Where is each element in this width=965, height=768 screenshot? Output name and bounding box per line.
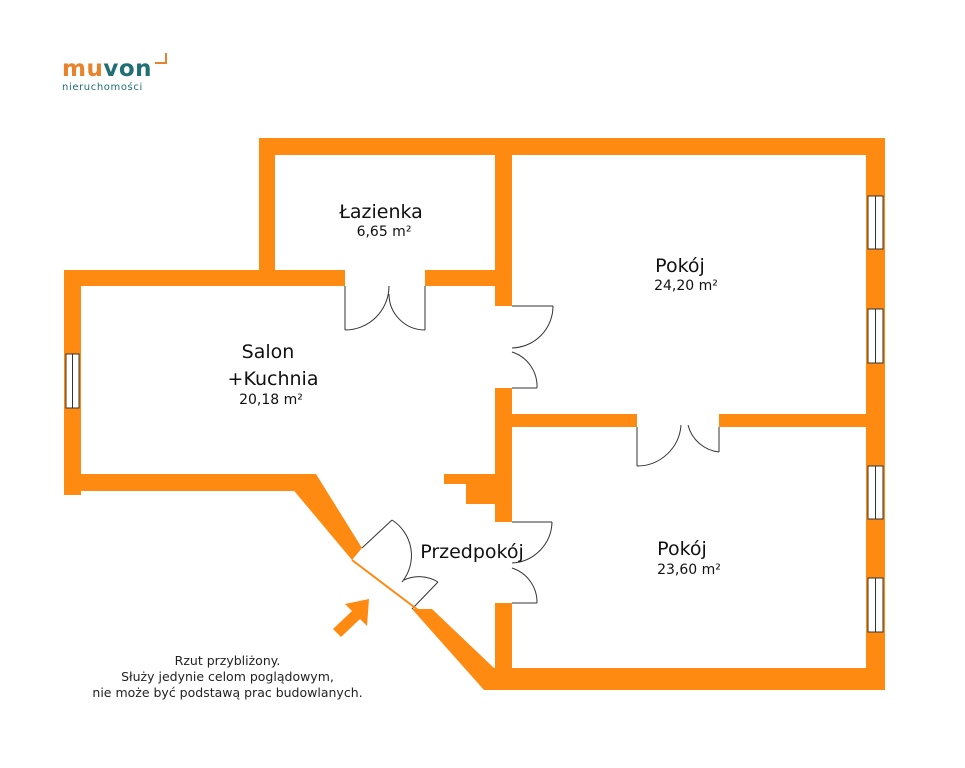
room-labels: Łazienka 6,65 m² Pokój 24,20 m² Salon +K… bbox=[228, 201, 721, 578]
brand-logo: muvon nieruchomości bbox=[62, 53, 168, 93]
wall-rooms-left bbox=[495, 414, 637, 427]
door-swing-icon bbox=[344, 285, 426, 331]
logo-tick-icon bbox=[155, 53, 168, 64]
room-area-lazienka: 6,65 m² bbox=[357, 224, 412, 240]
door-swing-icon bbox=[636, 424, 720, 467]
logo-text-mu: mu bbox=[62, 56, 104, 82]
room-name-pokoj-2: Pokój bbox=[657, 538, 707, 560]
room-name-salon-line1: Salon bbox=[242, 341, 295, 363]
logo-wordmark: muvon bbox=[62, 53, 168, 82]
door-swing-icon bbox=[351, 519, 439, 614]
room-name-salon-line2: +Kuchnia bbox=[228, 368, 319, 390]
wall-step-1 bbox=[444, 474, 512, 484]
wall-diagonal-lower bbox=[412, 609, 500, 690]
disclaimer-note: Rzut przybliżony. Służy jedynie celom po… bbox=[60, 653, 395, 701]
wall-step-2 bbox=[466, 484, 512, 504]
wall-top bbox=[259, 138, 885, 155]
disclaimer-line-3: nie może być podstawą prac budowlanych. bbox=[92, 685, 363, 700]
window-icon bbox=[867, 195, 884, 250]
wall-bottom bbox=[484, 668, 885, 690]
window-icon bbox=[867, 308, 884, 364]
disclaimer-line-2: Służy jedynie celom poglądowym, bbox=[121, 669, 334, 684]
wall-central-3 bbox=[495, 603, 512, 683]
windows bbox=[65, 195, 884, 633]
room-name-przedpokoj: Przedpokój bbox=[420, 541, 524, 563]
wall-salon-top-left bbox=[64, 270, 345, 286]
window-icon bbox=[65, 353, 80, 409]
walls bbox=[64, 138, 885, 690]
doors bbox=[344, 285, 720, 614]
wall-rooms-right bbox=[719, 414, 885, 427]
logo-text-von: von bbox=[103, 56, 153, 82]
wall-diagonal-upper bbox=[280, 474, 362, 560]
wall-central-1 bbox=[495, 138, 512, 306]
window-icon bbox=[867, 577, 884, 633]
door-swing-icon bbox=[511, 305, 554, 389]
wall-salon-top-right bbox=[425, 270, 512, 286]
wall-salon-bottom bbox=[64, 474, 316, 491]
window-icon bbox=[867, 465, 884, 520]
entrance-arrow-icon bbox=[333, 599, 369, 637]
room-area-pokoj-2: 23,60 m² bbox=[657, 562, 721, 578]
room-name-lazienka: Łazienka bbox=[338, 201, 423, 223]
room-area-pokoj-1: 24,20 m² bbox=[654, 278, 718, 294]
door-swing-icon bbox=[511, 521, 553, 604]
logo-subtitle: nieruchomości bbox=[62, 82, 143, 93]
disclaimer-line-1: Rzut przybliżony. bbox=[174, 653, 281, 668]
wall-bathroom-left bbox=[259, 138, 275, 285]
room-name-pokoj-1: Pokój bbox=[655, 255, 705, 277]
room-area-salon: 20,18 m² bbox=[239, 392, 303, 408]
